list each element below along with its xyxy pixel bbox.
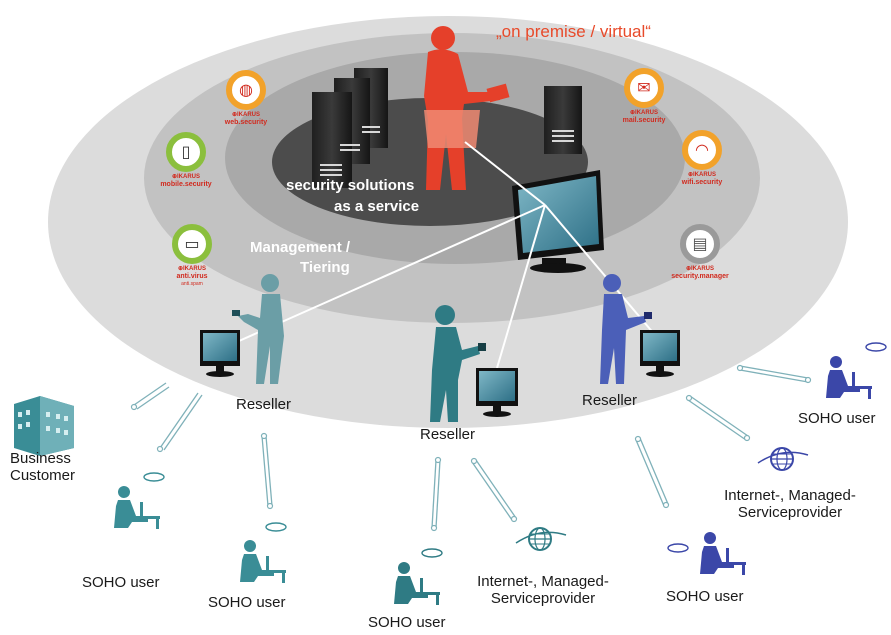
badge-wifi-security: ◠ ⊕IKARUS wifi.security (672, 130, 732, 187)
reseller-middle-figure (430, 305, 486, 422)
phone-icon: ▯ (166, 132, 206, 172)
tiering-text-line2: Tiering (300, 259, 350, 276)
soho-label-left: SOHO user (82, 574, 160, 591)
soho-figure-left (114, 486, 160, 529)
globe-icon: ◍ (226, 70, 266, 110)
reseller-label-middle: Reseller (420, 426, 476, 443)
badge-mail-security: ✉ ⊕IKARUS mail.security (614, 68, 674, 125)
laptop-icon: ▭ (172, 224, 212, 264)
business-customer-label: Business Customer (10, 450, 76, 484)
wifi-icon: ◠ (682, 130, 722, 170)
soho-label-right: SOHO user (798, 410, 876, 427)
server-single (544, 86, 582, 154)
soho-label-mid-left: SOHO user (208, 594, 286, 611)
connector-dots (130, 364, 812, 532)
isp-label-bottom: Internet-, Managed- Serviceprovider (477, 573, 609, 607)
server-stack (312, 68, 388, 188)
reseller-left-figure (232, 274, 284, 384)
reseller-label-right: Reseller (582, 392, 638, 409)
soho-figure-mid-left (240, 540, 286, 583)
reseller-label-left: Reseller (236, 396, 292, 413)
globe-icon-bottom (515, 527, 567, 551)
badge-anti-virus: ▭ ⊕IKARUS anti.virus anti.spam (162, 224, 222, 287)
connector-links (133, 365, 809, 529)
reseller-left-monitor (200, 330, 240, 377)
badge-mobile-security: ▯ ⊕IKARUS mobile.security (156, 132, 216, 189)
reseller-right-figure (600, 274, 652, 384)
center-text-line1: security solutions (286, 177, 415, 194)
server-icon: ▤ (680, 224, 720, 264)
tiering-text-line1: Management / (250, 239, 351, 256)
soho-figure-mid-right (700, 532, 746, 575)
isp-label-right: Internet-, Managed- Serviceprovider (724, 487, 856, 521)
soho-label-bottom: SOHO user (368, 614, 446, 631)
admin-figure (424, 26, 510, 190)
badge-security-manager: ▤ ⊕IKARUS security.manager (670, 224, 730, 281)
building-icon (14, 396, 74, 456)
center-text-line2: as a service (334, 198, 420, 215)
badge-web-security: ◍ ⊕IKARUS web.security (216, 70, 276, 127)
deployment-title: „on premise / virtual“ (496, 22, 651, 41)
soho-figure-bottom (394, 562, 440, 605)
globe-icon-right (757, 447, 809, 471)
mail-icon: ✉ (624, 68, 664, 108)
soho-figure-right (826, 356, 872, 399)
wifi-device-icons (143, 342, 887, 558)
reseller-right-monitor (640, 330, 680, 377)
reseller-middle-monitor (476, 368, 518, 417)
soho-label-mid-right: SOHO user (666, 588, 744, 605)
